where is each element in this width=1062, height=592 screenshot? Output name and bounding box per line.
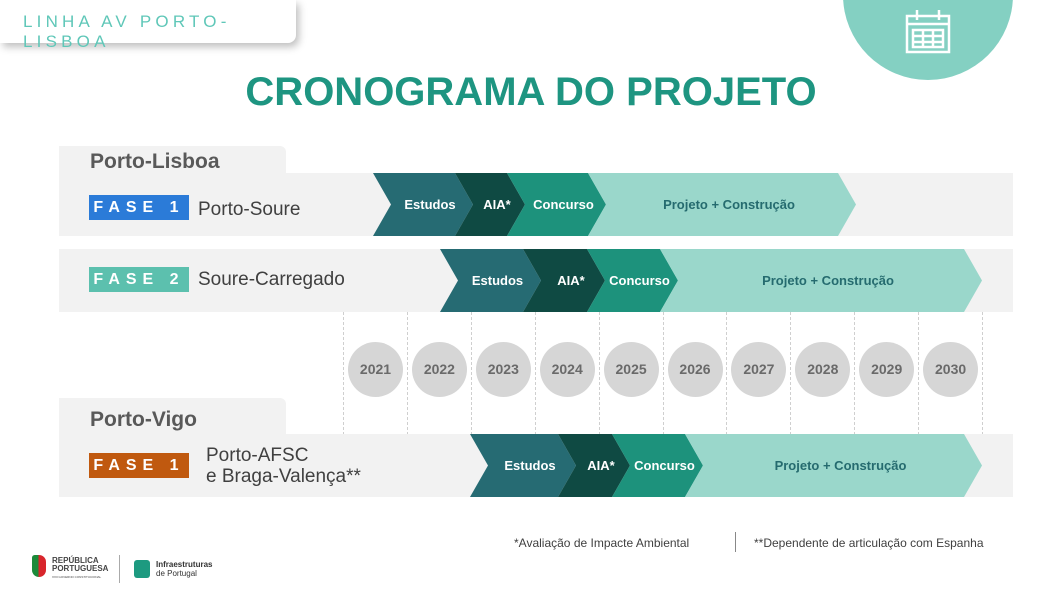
footnote-espanha: **Dependente de articulação com Espanha [754, 536, 984, 550]
row-label: Soure-Carregado [198, 269, 345, 290]
year-divider [918, 312, 920, 435]
year-marker: 2023 [475, 342, 531, 397]
year-divider [343, 312, 344, 435]
year-divider [726, 312, 728, 435]
stage-projeto-construcao: Projeto + Construção [660, 249, 982, 312]
ip-logo: Infraestruturas de Portugal [156, 560, 213, 578]
row-label: Porto-Soure [198, 199, 301, 220]
section-label: LINHA AV PORTO-LISBOA [0, 0, 296, 51]
year-marker: 2027 [731, 342, 787, 397]
page-title: CRONOGRAMA DO PROJETO [245, 70, 817, 114]
stage-concurso: Concurso [612, 434, 703, 497]
group-tab-porto-lisboa: Porto-Lisboa [59, 146, 286, 176]
phase-badge: FASE 2 [89, 267, 189, 292]
year-marker: 2028 [795, 342, 851, 397]
calendar-badge [843, 0, 1013, 80]
year-divider [534, 312, 536, 435]
portugal-flag-logo [32, 555, 46, 577]
year-marker: 2022 [411, 342, 467, 397]
year-divider [790, 312, 792, 435]
year-marker: 2029 [859, 342, 915, 397]
footnote-divider [735, 532, 736, 552]
phase-badge: FASE 1 [89, 453, 189, 478]
ip-logo-mark [134, 560, 150, 578]
phase-badge: FASE 1 [89, 195, 189, 220]
row-label: Porto-AFSC e Braga-Valença** [206, 445, 361, 487]
footnote-aia: *Avaliação de Impacte Ambiental [514, 536, 690, 550]
year-marker: 2026 [667, 342, 723, 397]
year-divider [854, 312, 856, 435]
row-label-line2: e Braga-Valença** [206, 466, 361, 487]
year-divider [406, 312, 408, 435]
logo-divider [119, 555, 120, 583]
year-divider [982, 312, 983, 435]
year-divider [598, 312, 600, 435]
gov-logo: REPÚBLICA PORTUGUESA XXII GOVERNO CONSTI… [52, 556, 109, 580]
stage-projeto-construcao: Projeto + Construção [588, 173, 856, 236]
group-tab-porto-vigo: Porto-Vigo [59, 398, 286, 434]
year-marker: 2025 [603, 342, 659, 397]
year-marker: 2030 [923, 342, 979, 397]
year-marker: 2024 [539, 342, 595, 397]
stage-projeto-construcao: Projeto + Construção [685, 434, 982, 497]
row-label-line1: Porto-AFSC [206, 445, 309, 466]
calendar-icon [905, 10, 951, 54]
year-divider [470, 312, 472, 435]
year-divider [662, 312, 664, 435]
year-marker: 2021 [348, 342, 403, 397]
